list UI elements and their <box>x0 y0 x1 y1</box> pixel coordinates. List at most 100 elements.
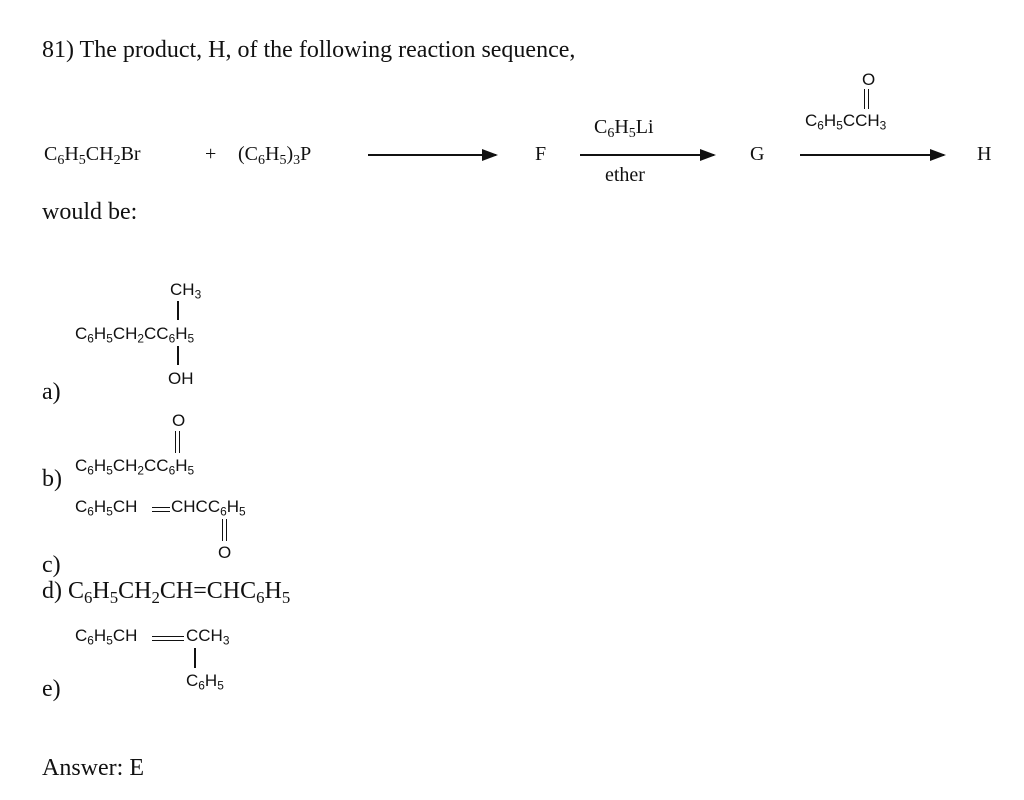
formula-subscript: 2 <box>137 463 144 478</box>
choice-a-main: C6H5CH2CC6H5 <box>75 324 195 346</box>
formula-part: CC <box>144 456 169 475</box>
formula-subscript: 5 <box>836 118 843 133</box>
formula-part: C <box>75 324 88 343</box>
single-bond <box>177 301 179 320</box>
formula-subscript: 2 <box>151 588 160 608</box>
formula-subscript: 6 <box>198 678 205 693</box>
formula-part: ) <box>286 143 294 165</box>
formula-subscript: 5 <box>239 504 246 519</box>
double-bond <box>175 431 180 453</box>
formula-part: C <box>44 143 58 165</box>
formula-subscript: 3 <box>293 153 301 169</box>
choice-a-label: a) <box>42 379 61 405</box>
formula-subscript: 6 <box>87 463 94 478</box>
formula-part: H <box>93 324 107 343</box>
formula-subscript: 6 <box>168 331 176 346</box>
reactant-triphenylphosphine: (C6H5)3P <box>238 143 311 169</box>
formula-part: H <box>93 497 107 516</box>
formula-part: CCH <box>842 111 880 130</box>
formula-part: C <box>805 111 818 130</box>
intermediate-f: F <box>535 143 547 165</box>
formula-subscript: 5 <box>106 463 113 478</box>
choice-c-left: C6H5CH <box>75 497 138 519</box>
formula-subscript: 6 <box>817 118 824 133</box>
formula-part: (C <box>238 143 258 165</box>
formula-subscript: 6 <box>84 588 93 608</box>
formula-part: CH <box>112 497 138 516</box>
formula-part: H <box>265 143 280 165</box>
formula-part: CH <box>112 324 138 343</box>
formula-part: H <box>264 578 282 604</box>
question-header: 81) The product, H, of the following rea… <box>42 37 576 63</box>
formula-subscript: 3 <box>222 633 230 648</box>
formula-subscript: 3 <box>194 287 202 302</box>
single-bond <box>194 648 196 668</box>
choice-a-methyl: CH3 <box>170 280 202 302</box>
reagent-phenyllithium: C6H5Li <box>594 116 654 142</box>
formula-part: H <box>204 671 218 690</box>
formula-part: CH <box>170 280 195 299</box>
choice-d-label: d) <box>42 578 62 604</box>
reagent-acetophenone: C6H5CCH3 <box>805 111 887 133</box>
formula-part: C <box>75 497 88 516</box>
formula-part: H <box>93 626 107 645</box>
choice-c-right: CHCC6H5 <box>171 497 246 519</box>
formula-subscript: 5 <box>78 153 86 169</box>
condition-ether: ether <box>605 164 645 186</box>
reaction-arrow-1 <box>368 149 498 161</box>
formula-part: H <box>175 324 188 343</box>
formula-subscript: 6 <box>258 153 265 169</box>
formula-subscript: 6 <box>220 504 227 519</box>
formula-subscript: 5 <box>281 588 291 608</box>
formula-part: CHCC <box>171 497 221 516</box>
formula-subscript: 2 <box>137 331 144 346</box>
formula-subscript: 3 <box>879 118 887 133</box>
formula-part: CC <box>144 324 169 343</box>
formula-subscript: 6 <box>87 331 94 346</box>
choice-b-main: C6H5CH2CC6H5 <box>75 456 195 478</box>
formula-subscript: 6 <box>607 126 615 142</box>
intermediate-g: G <box>750 143 765 165</box>
formula-subscript: 5 <box>187 463 195 478</box>
formula-subscript: 6 <box>256 588 265 608</box>
formula-subscript: 5 <box>217 678 224 693</box>
formula-subscript: 5 <box>187 331 195 346</box>
choice-a-hydroxyl: OH <box>168 369 194 388</box>
reagent-carbonyl-oxygen: O <box>862 70 876 89</box>
formula-part: CH=CHC <box>159 578 257 604</box>
choice-c-oxygen: O <box>218 543 232 562</box>
double-bond <box>222 519 227 541</box>
formula-subscript: 5 <box>279 153 287 169</box>
formula-part: H <box>226 497 240 516</box>
reaction-arrow-3 <box>800 149 946 161</box>
double-bond <box>864 89 869 109</box>
single-bond <box>177 346 179 365</box>
formula-part: C <box>186 671 199 690</box>
reactant-benzyl-bromide: C6H5CH2Br <box>44 143 141 169</box>
formula-part: CCH <box>186 626 223 645</box>
formula-subscript: 6 <box>87 633 94 648</box>
choice-b-oxygen: O <box>172 411 186 430</box>
formula-part: C <box>68 578 85 604</box>
choice-e-label: e) <box>42 676 61 702</box>
formula-subscript: 5 <box>106 633 113 648</box>
formula-subscript: 6 <box>57 153 65 169</box>
formula-subscript: 5 <box>628 126 636 142</box>
formula-part: H <box>92 578 110 604</box>
plus-sign: + <box>205 143 217 165</box>
formula-subscript: 6 <box>87 504 94 519</box>
formula-part: CH <box>112 456 138 475</box>
double-bond <box>152 636 184 641</box>
formula-part: H <box>93 456 107 475</box>
formula-part: Li <box>635 116 654 138</box>
formula-part: CH <box>118 578 152 604</box>
formula-part: H <box>614 116 629 138</box>
choice-c-label: c) <box>42 552 61 578</box>
formula-part: Br <box>120 143 141 165</box>
formula-subscript: 2 <box>113 153 121 169</box>
choice-d: d) C6H5CH2CH=CHC6H5 <box>42 578 291 608</box>
formula-part: CH <box>112 626 138 645</box>
formula-subscript: 5 <box>106 504 113 519</box>
formula-part: CH <box>85 143 114 165</box>
formula-part: C <box>75 626 88 645</box>
